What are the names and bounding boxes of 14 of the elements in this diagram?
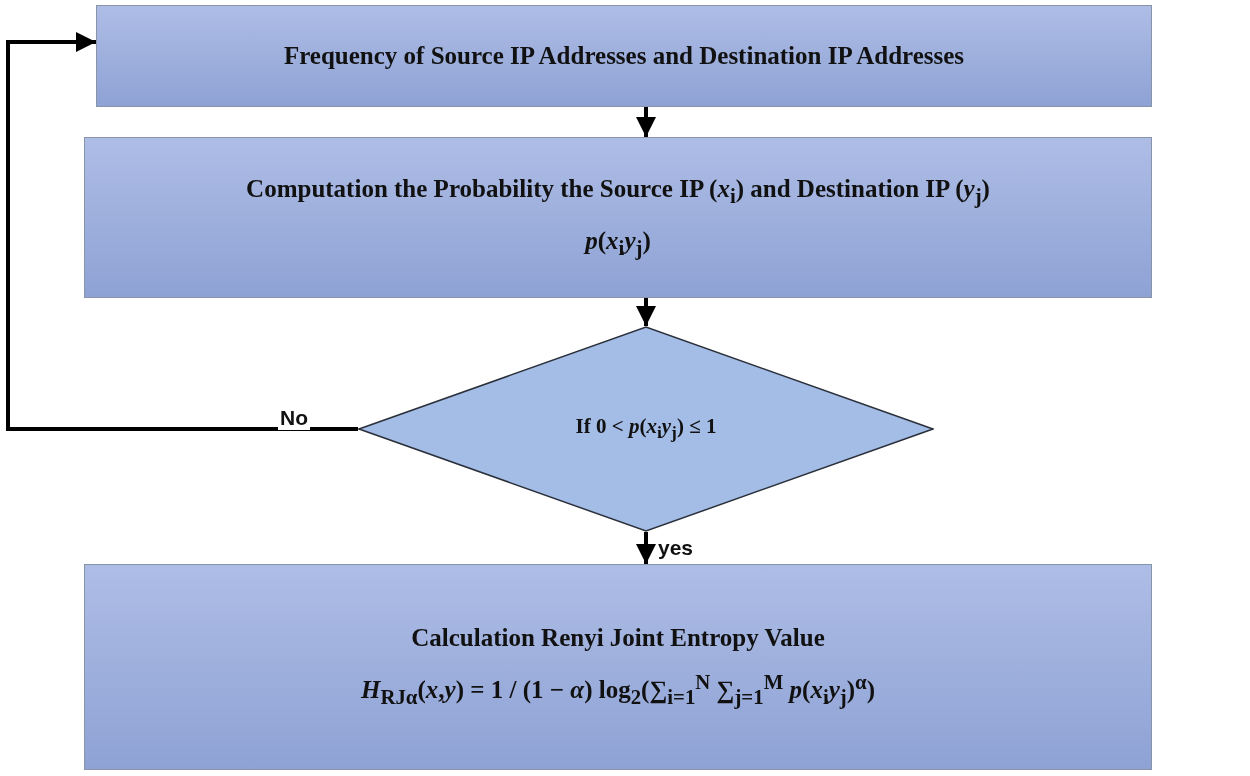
arrow	[636, 107, 656, 137]
decision-diamond	[358, 326, 934, 532]
arrow	[6, 32, 358, 431]
step-text: Computation the Probability the Source IP (x$_{i}$) and Destination IP (y$_{j}$)	[246, 174, 990, 209]
process-box	[96, 5, 1152, 107]
formula-text: p(x$_{i}$y$_{j}$)	[585, 226, 651, 261]
step-text: If 0 < p(x$_{i}$y$_{j}$) ≤ 1	[575, 414, 717, 444]
step-text: Calculation Renyi Joint Entropy Value	[411, 623, 825, 652]
arrow	[636, 532, 656, 564]
arrow	[636, 298, 656, 326]
process-box	[84, 564, 1152, 770]
formula-text: H$_{RJα}$(x,y) = 1 / (1 − α) log$_{2}$(∑$_{i=1}$$^{N}$ ∑$_{j=1}$$^{M}$ p(x$_{i}$y$_{j}$)$^{α}$)	[360, 669, 876, 711]
step-text: Frequency of Source IP Addresses and Destination IP Addresses	[283, 42, 965, 70]
process-box	[84, 137, 1152, 298]
